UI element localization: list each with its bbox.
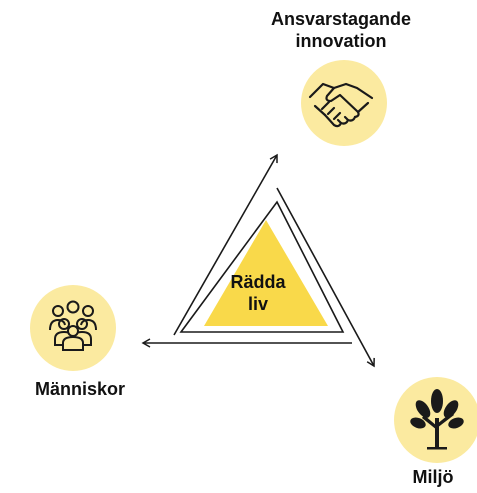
node-innovation <box>301 60 387 146</box>
node-miljo <box>394 377 477 463</box>
inner-triangle-outline <box>179 200 345 333</box>
manniskor-label-text: Människor <box>34 379 126 399</box>
node-manniskor <box>30 285 116 371</box>
innovation-circle <box>301 60 387 146</box>
center-label-line1: Rädda <box>230 272 286 292</box>
manniskor-label: Människor <box>10 378 150 400</box>
center-triangle <box>204 220 328 326</box>
innovation-label: Ansvarstagande innovation <box>236 8 446 52</box>
center-label: Rädda liv <box>213 271 303 315</box>
innovation-label-line2: innovation <box>295 31 387 51</box>
miljo-label: Miljö <box>388 466 477 488</box>
handshake-icon <box>308 82 374 128</box>
people-group-icon <box>49 300 97 351</box>
miljo-label-text: Miljö <box>412 467 454 487</box>
tree-icon <box>410 389 464 450</box>
center-label-line2: liv <box>247 294 268 314</box>
cycle-arrows <box>141 153 375 368</box>
arrow-to-miljo <box>276 187 375 368</box>
innovation-label-line1: Ansvarstagande <box>270 9 412 29</box>
arrow-to-innovation <box>173 153 278 336</box>
